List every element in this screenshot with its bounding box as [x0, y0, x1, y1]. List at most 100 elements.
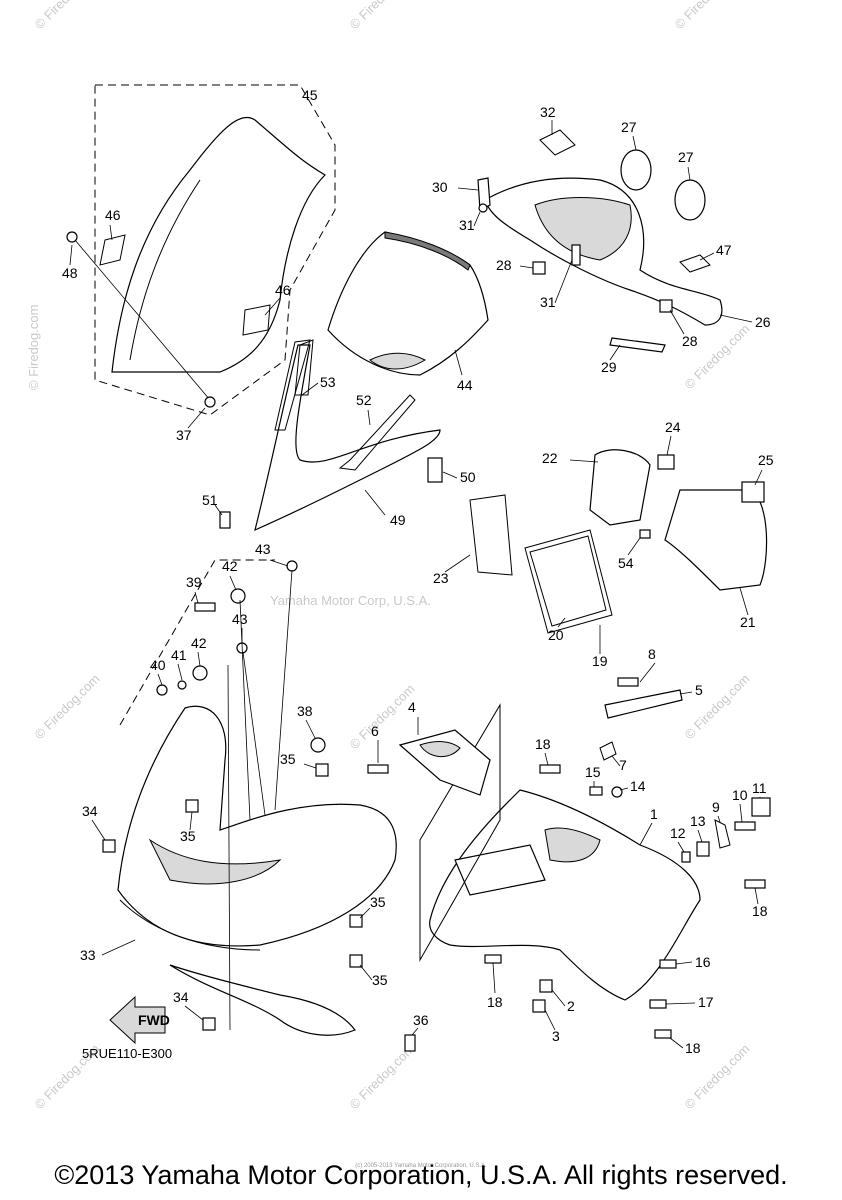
callout-33: 33	[80, 947, 96, 963]
bolt-18-b	[744, 879, 766, 889]
bolt-18-c	[484, 954, 502, 964]
callout-19: 19	[592, 653, 608, 669]
grommet-38	[310, 737, 326, 753]
callout-15: 15	[585, 764, 601, 780]
inner-panel-group	[219, 339, 443, 532]
watermark-tile: © Firedog.com	[672, 0, 743, 32]
front-cover	[117, 705, 397, 947]
callout-35: 35	[370, 894, 386, 910]
callout-1: 1	[650, 806, 658, 822]
callout-29: 29	[601, 359, 617, 375]
callout-30: 30	[432, 179, 448, 195]
inner-shield	[327, 231, 489, 376]
callout-4: 4	[408, 699, 416, 715]
callout-5: 5	[695, 682, 703, 698]
bolt-36	[404, 1034, 416, 1052]
clip-2	[539, 979, 553, 993]
clip-34-b	[202, 1017, 216, 1031]
bolt-18-a	[539, 764, 561, 774]
part-54	[639, 529, 651, 539]
callout-24: 24	[665, 419, 681, 435]
bolt-51	[219, 511, 231, 529]
copyright-footer: ©2013 Yamaha Motor Corporation, U.S.A. A…	[54, 1160, 788, 1190]
seal-20	[529, 535, 607, 627]
clip-34-a	[102, 839, 116, 853]
callout-35: 35	[280, 751, 296, 767]
callout-27: 27	[621, 119, 637, 135]
seal-23	[469, 494, 513, 576]
callout-13: 13	[690, 813, 706, 829]
clip-35-d	[349, 954, 363, 968]
callout-44: 44	[457, 377, 473, 393]
pad-32	[539, 129, 576, 156]
nut-40	[156, 684, 168, 696]
callout-14: 14	[630, 778, 646, 794]
leader-lines	[69, 120, 763, 1049]
callout-49: 49	[390, 512, 406, 528]
screw-31-b	[571, 244, 581, 266]
callout-8: 8	[648, 646, 656, 662]
callout-18: 18	[487, 994, 503, 1010]
clip-13	[696, 841, 710, 857]
bracket-30	[477, 177, 491, 211]
watermark-tile: © Firedog.com	[682, 671, 753, 742]
callout-41: 41	[171, 647, 187, 663]
pin-12	[681, 851, 691, 863]
callout-52: 52	[356, 392, 372, 408]
callout-51: 51	[202, 492, 218, 508]
watermark-tile: © Firedog.com	[347, 1041, 418, 1112]
pad-11	[751, 797, 771, 817]
clip-3	[532, 999, 546, 1013]
callout-37: 37	[176, 427, 192, 443]
callout-31: 31	[459, 217, 475, 233]
callout-46: 46	[105, 207, 121, 223]
callout-39: 39	[186, 574, 202, 590]
watermark-tile: © Firedog.com	[347, 0, 418, 32]
nut-28-a	[532, 261, 546, 275]
callout-2: 2	[567, 998, 575, 1014]
grommet-42-b	[192, 665, 208, 681]
callout-35: 35	[372, 972, 388, 988]
callout-23: 23	[433, 570, 449, 586]
lid-panel-group	[469, 449, 768, 634]
nut-28-b	[659, 299, 673, 313]
washer-41	[177, 680, 187, 690]
windshield	[111, 116, 326, 373]
bolt-6	[367, 764, 389, 774]
callout-7: 7	[619, 757, 627, 773]
strip-29	[609, 337, 666, 353]
callout-47: 47	[716, 242, 732, 258]
callout-16: 16	[695, 954, 711, 970]
callout-28: 28	[496, 257, 512, 273]
callout-20: 20	[548, 627, 564, 643]
fwd-arrow-group: FWD	[109, 995, 170, 1045]
callout-46: 46	[275, 282, 291, 298]
strip-52	[338, 394, 416, 471]
panel-22	[589, 449, 651, 526]
callout-53: 53	[320, 374, 336, 390]
side-watermark: © Firedog.com	[26, 305, 41, 390]
trim-53	[274, 339, 311, 431]
callout-22: 22	[542, 450, 558, 466]
callout-31: 31	[540, 294, 556, 310]
callout-36: 36	[413, 1012, 429, 1028]
watermark-tile: © Firedog.com	[682, 321, 753, 392]
callout-6: 6	[371, 723, 379, 739]
windshield-group	[66, 84, 336, 416]
callout-54: 54	[618, 555, 634, 571]
meter-cover-group	[477, 129, 723, 353]
clip-24	[657, 454, 675, 470]
fwd-label: FWD	[138, 1012, 170, 1028]
clip-35-b	[185, 799, 199, 813]
bracket-46-left	[99, 234, 126, 266]
bolt-17	[649, 999, 667, 1009]
screw-31-a	[478, 203, 488, 213]
bracket-46-right	[242, 304, 271, 336]
bracket-4	[398, 729, 491, 796]
callout-17: 17	[698, 994, 714, 1010]
clip-35-a	[315, 763, 329, 777]
bolt-10	[734, 821, 756, 831]
seal-19	[524, 529, 613, 634]
nut-37	[204, 396, 216, 408]
